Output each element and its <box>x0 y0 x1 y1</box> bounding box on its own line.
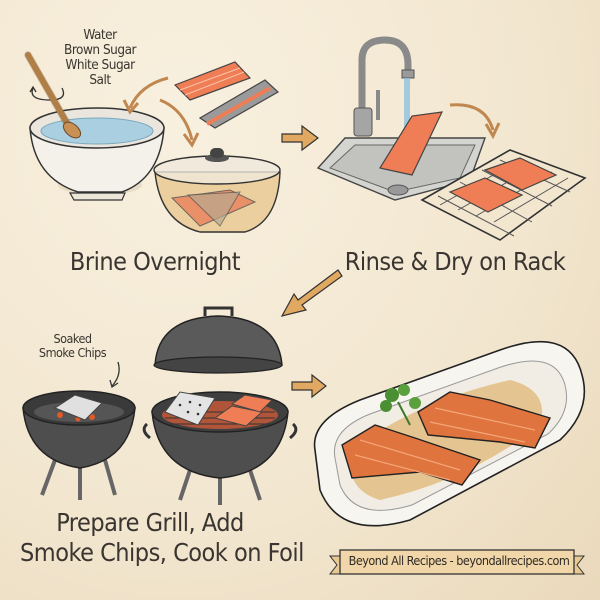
curved-pointer-icon <box>109 361 120 389</box>
glazed-salmon-fillet-icon <box>341 424 482 486</box>
brine-illustration <box>24 51 319 233</box>
curved-arrow-icon <box>159 98 200 148</box>
step-1-title: Brine Overnight <box>69 247 241 276</box>
ingredient-salt: Salt <box>89 72 111 88</box>
wooden-spoon-icon <box>24 51 82 139</box>
ingredient-brown-sugar: Brown Sugar <box>64 42 137 58</box>
glazed-salmon-fillet-icon <box>417 391 551 449</box>
stir-icon <box>29 85 65 101</box>
mixing-bowl-icon <box>29 107 165 201</box>
foil-packet-icon <box>53 394 103 421</box>
arrow-right-icon <box>291 373 327 399</box>
rinsing-salmon-fillet-icon <box>379 111 444 176</box>
grill-lid-icon <box>153 306 283 374</box>
footer-banner-ribbon <box>328 549 586 575</box>
arrow-right-icon <box>281 124 319 152</box>
rinse-illustration <box>316 36 587 241</box>
curved-arrow-icon <box>122 76 169 115</box>
skin-on-salmon-fillet-icon <box>198 79 280 129</box>
step-3-title: Prepare Grill, Add Smoke Chips, Cook on … <box>20 508 304 567</box>
ingredient-water: Water <box>83 27 117 43</box>
grill-illustration <box>22 306 298 505</box>
serving-platter-illustration <box>313 340 586 527</box>
step-2-title: Rinse & Dry on Rack <box>344 247 566 276</box>
raw-salmon-fillet-icon <box>173 61 252 101</box>
perforated-foil-packet-icon <box>164 391 216 426</box>
dried-salmon-fillet-icon <box>448 157 558 213</box>
covered-glass-bowl-icon <box>153 148 281 233</box>
arrow-down-left-icon <box>280 269 343 317</box>
curved-arrow-icon <box>449 103 501 140</box>
grilling-salmon-fillet-icon <box>213 394 274 427</box>
ingredient-list: Water Brown Sugar White Sugar Salt <box>50 28 150 88</box>
ingredient-white-sugar: White Sugar <box>65 57 135 73</box>
smoke-chips-note: Soaked Smoke Chips <box>38 331 107 360</box>
parsley-garnish-icon <box>380 384 421 426</box>
footer-banner-text: Beyond All Recipes - beyondallrecipes.co… <box>348 553 570 568</box>
